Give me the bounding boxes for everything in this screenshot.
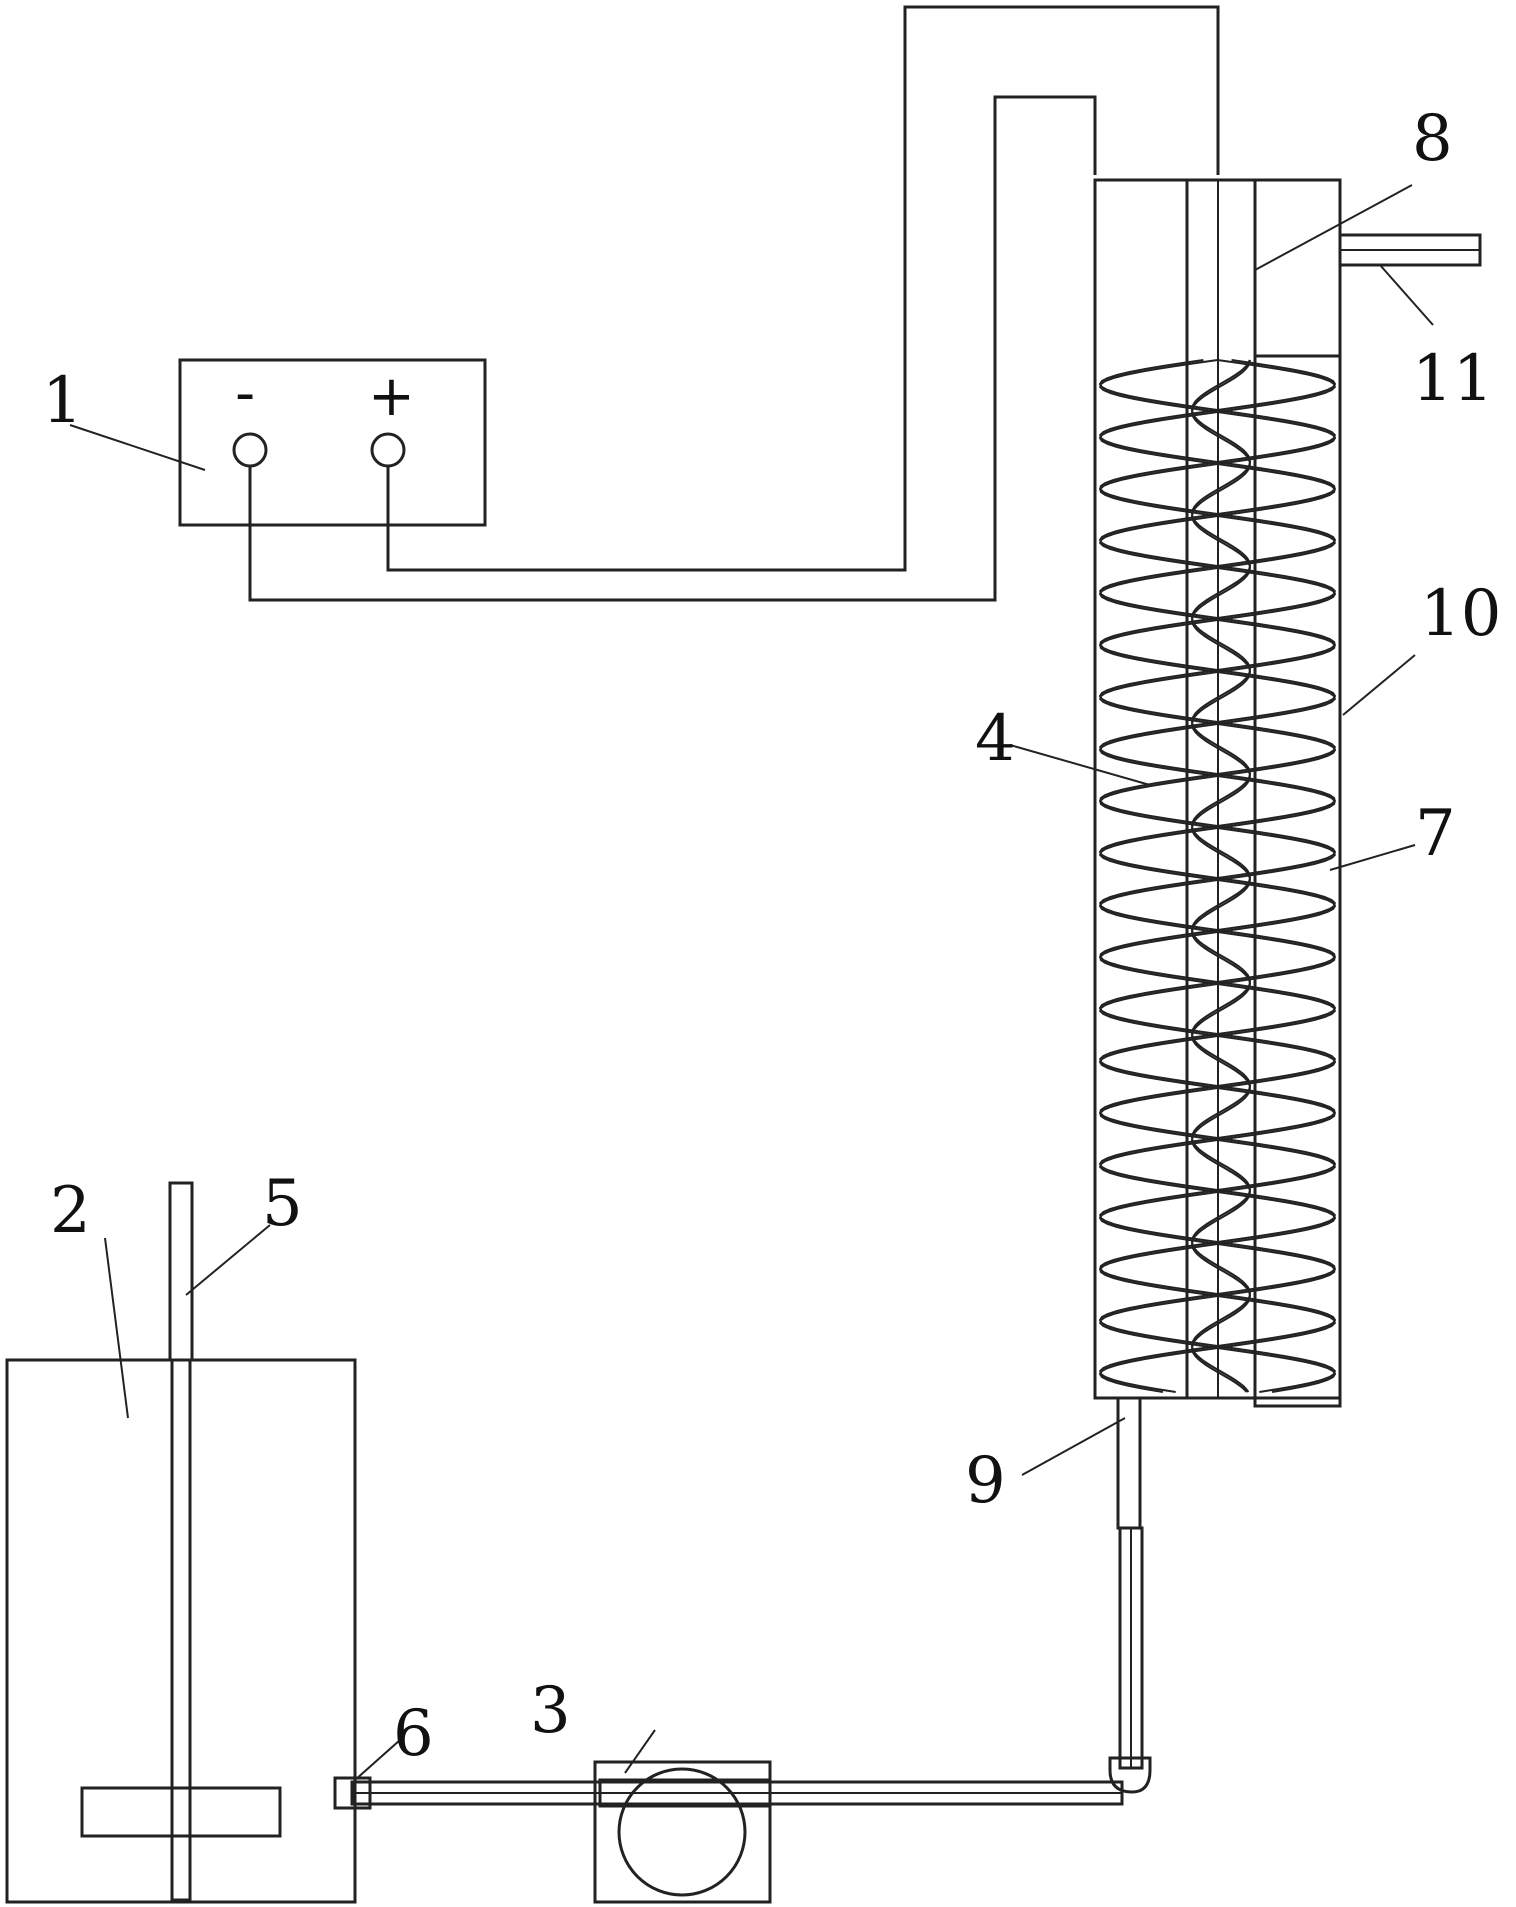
label-8: 8 [1412, 102, 1453, 176]
tank-body [5, 1358, 357, 1904]
positive-terminal [370, 432, 406, 468]
bottom-pipe [1108, 1396, 1152, 1794]
pump-box [593, 1760, 772, 1904]
leader-lines [69, 184, 1434, 1781]
negative-terminal [232, 432, 268, 468]
helix-strand [1098, 359, 1337, 1393]
power-supply: - + [178, 358, 487, 527]
bottom-inlet-pipe [1116, 1396, 1142, 1530]
leader-8 [1254, 184, 1413, 271]
leader-6 [354, 1739, 401, 1781]
label-6: 6 [393, 1697, 434, 1771]
helix-coil [1098, 359, 1337, 1393]
leader-1 [69, 424, 206, 471]
pump [593, 1760, 772, 1904]
label-7: 7 [1415, 797, 1456, 871]
leader-3 [624, 1729, 656, 1774]
helix-strand [1098, 359, 1337, 1393]
reactor-column [1093, 178, 1482, 1408]
leader-4 [1009, 744, 1151, 786]
stirrer-blade [80, 1786, 282, 1838]
callout-labels: 1 2 3 4 5 6 7 8 9 10 11 [42, 102, 1501, 1771]
stirrer-shaft-top [168, 1181, 194, 1362]
inner-wave-strand [1190, 359, 1252, 1393]
leader-2 [104, 1237, 129, 1419]
negative-wire [248, 95, 1097, 602]
outer-wall [1253, 354, 1342, 1408]
leader-10 [1342, 654, 1416, 716]
wires [248, 5, 1220, 602]
leader-11 [1379, 264, 1434, 326]
label-1: 1 [42, 364, 83, 438]
label-3: 3 [530, 1674, 571, 1748]
label-4: 4 [975, 702, 1016, 776]
stirrer-shaft [170, 1358, 192, 1902]
label-2: 2 [50, 1174, 91, 1248]
leader-9 [1021, 1417, 1126, 1476]
negative-sign: - [235, 361, 255, 426]
helix-strand [1098, 359, 1337, 1393]
power-supply-box [178, 358, 487, 527]
label-10: 10 [1420, 577, 1501, 651]
label-11: 11 [1412, 342, 1493, 416]
positive-wire [386, 5, 1220, 572]
positive-sign: + [368, 364, 415, 429]
horizontal-pipe [333, 1776, 1124, 1810]
label-9: 9 [965, 1444, 1006, 1518]
pump-impeller [617, 1767, 747, 1897]
label-5: 5 [262, 1167, 303, 1241]
inlet-fitting [333, 1776, 372, 1810]
leader-5 [185, 1224, 271, 1296]
leader-7 [1329, 844, 1416, 871]
inner-wave [1190, 359, 1252, 1393]
helix-strand [1098, 359, 1337, 1393]
tank [5, 1181, 357, 1904]
